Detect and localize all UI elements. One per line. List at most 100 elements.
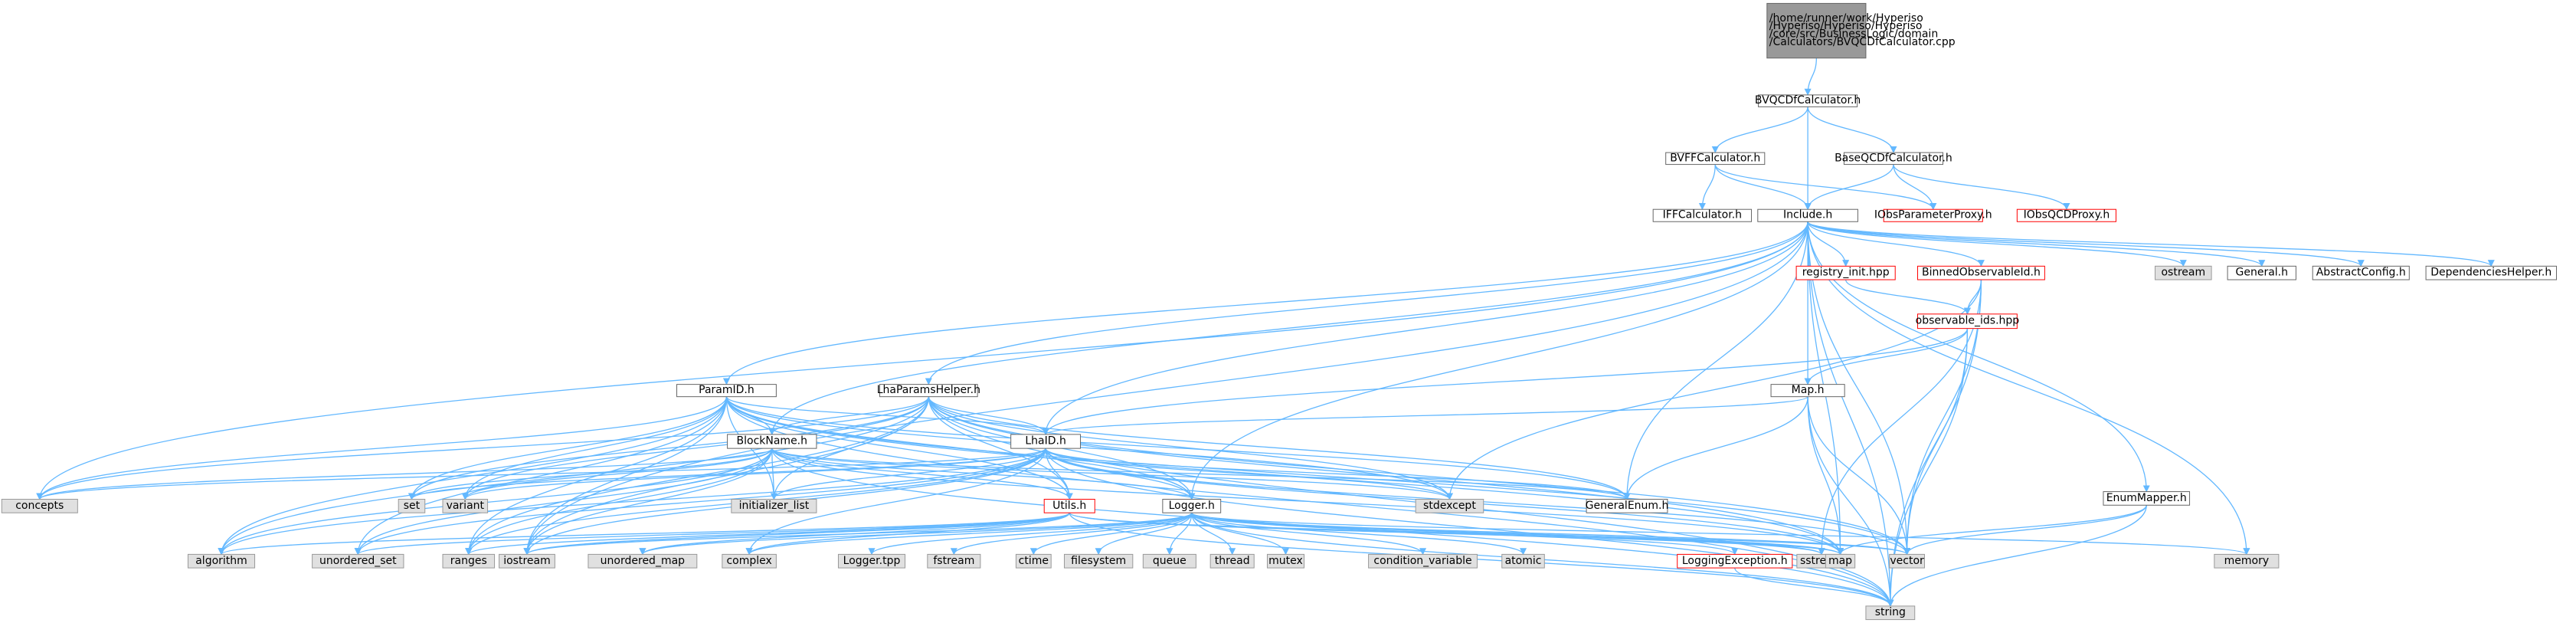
edge-observable-to-map_h [1804, 328, 1969, 385]
node-iobsparam[interactable]: IObsParameterProxy.h [1874, 208, 1992, 222]
edge-logger-to-complex [745, 512, 1193, 556]
node-loggingexc[interactable]: LoggingException.h [1677, 553, 1793, 569]
node-label-lhaid: LhaID.h [1025, 435, 1065, 448]
node-lhaid[interactable]: LhaID.h [1010, 434, 1082, 449]
node-label-ranges: ranges [450, 555, 487, 567]
node-utils[interactable]: Utils.h [1043, 499, 1095, 513]
node-registry[interactable]: registry_init.hpp [1795, 265, 1896, 280]
node-include_h[interactable]: Include.h [1757, 208, 1858, 222]
edge-include_h-to-binned [1807, 221, 1985, 267]
node-logger[interactable]: Logger.h [1162, 499, 1222, 513]
node-blockname[interactable]: BlockName.h [727, 434, 817, 449]
edge-logger-to-loggingexc [1191, 512, 1739, 556]
node-box-deps [2425, 265, 2557, 280]
edge-blockname-to-generalenum [771, 448, 1631, 500]
node-baseqcdf_h[interactable]: BaseQCDfCalculator.h [1835, 152, 1952, 166]
node-observable[interactable]: observable_ids.hpp [1916, 313, 2020, 330]
node-generalenum[interactable]: GeneralEnum.h [1586, 499, 1669, 513]
node-concepts: concepts [1, 499, 78, 513]
node-paramid[interactable]: ParamID.h [676, 384, 777, 398]
edge-root-to-bvqcdf_h [1804, 57, 1818, 96]
node-abstractcfg[interactable]: AbstractConfig.h [2312, 265, 2410, 280]
edge-paramid-to-generalenum [725, 396, 1631, 500]
edge-lhaid-to-init_list [770, 448, 1046, 500]
edge-binned-to-string [1887, 280, 1982, 607]
node-set: set [398, 499, 426, 513]
node-enummapper[interactable]: EnumMapper.h [2103, 491, 2191, 506]
edge-blockname-to-utils [771, 448, 1073, 500]
node-box-iobsqcd [2016, 208, 2116, 222]
edge-logger-to-iostream [523, 512, 1193, 556]
node-ostream: ostream [2155, 265, 2212, 280]
node-label-deps: DependenciesHelper.h [2430, 267, 2551, 279]
node-label-memory: memory [2224, 555, 2270, 567]
node-label-iostream: iostream [503, 555, 551, 567]
node-iff_h[interactable]: IFFCalculator.h [1652, 208, 1753, 222]
node-unordered_map: unordered_map [588, 553, 698, 569]
edge-lhaparams-to-variant [461, 396, 929, 500]
node-lhaparams[interactable]: LhaParamsHelper.h [877, 384, 980, 398]
node-box-lhaparams [879, 384, 978, 398]
edge-bvff_h-to-iff_h [1698, 164, 1716, 211]
node-map_h[interactable]: Map.h [1770, 384, 1845, 398]
edge-lhaid-to-variant [461, 448, 1046, 500]
edge-lhaparams-to-stdexcept [928, 396, 1453, 500]
edge-baseqcdf_h-to-iobsqcd [1893, 164, 2070, 211]
edge-lhaid-to-concepts [36, 448, 1046, 500]
edge-bvqcdf_h-to-bvff_h [1711, 107, 1808, 154]
edge-utils-to-algorithm [218, 512, 1070, 556]
node-queue: queue [1142, 553, 1196, 569]
edge-paramid-to-stdexcept [725, 396, 1453, 500]
node-label-paramid: ParamID.h [699, 384, 754, 396]
node-box-logger_tpp [837, 553, 906, 569]
node-root[interactable]: /home/runner/work/Hyperiso/Hyperiso/Hype… [1766, 2, 1956, 59]
node-iobsqcd[interactable]: IObsQCDProxy.h [2016, 208, 2116, 222]
node-label-thread: thread [1215, 555, 1250, 567]
node-general_h[interactable]: General.h [2227, 265, 2296, 280]
edge-paramid-to-utils [725, 396, 1073, 500]
node-label-generalenum: GeneralEnum.h [1586, 500, 1669, 512]
node-binned[interactable]: BinnedObservableId.h [1916, 265, 2045, 280]
node-box-lhaid [1010, 434, 1082, 449]
edge-paramid-to-set [408, 396, 728, 500]
node-box-unordered_set [312, 553, 404, 569]
node-deps[interactable]: DependenciesHelper.h [2425, 265, 2557, 280]
edge-include_h-to-general_h [1807, 221, 2266, 267]
edge-logger-to-thread [1191, 513, 1236, 556]
node-ranges: ranges [442, 553, 496, 569]
node-algorithm: algorithm [187, 553, 256, 569]
edge-include_h-to-lhaid [1042, 221, 1808, 435]
node-box-queue [1142, 553, 1196, 569]
node-label-concepts: concepts [15, 500, 64, 512]
node-box-vector [1889, 553, 1925, 569]
edge-bvqcdf_h-to-baseqcdf_h [1807, 107, 1897, 154]
edge-logger-to-mutex [1191, 513, 1290, 556]
edge-include_h-to-deps [1807, 221, 2495, 267]
edge-include_h-to-ostream [1807, 221, 2187, 267]
edge-layer [36, 57, 2495, 607]
node-label-enummapper: EnumMapper.h [2106, 492, 2187, 504]
edge-lhaparams-to-concepts [36, 396, 929, 500]
node-map: map [1825, 553, 1856, 569]
edge-blockname-to-stdexcept [771, 448, 1453, 500]
node-label-root: /Hyperiso/Hyperiso/Hyperiso [1769, 20, 1923, 32]
edge-paramid-to-variant [461, 396, 728, 500]
node-label-iobsparam: IObsParameterProxy.h [1874, 209, 1992, 221]
edge-lhaparams-to-set [408, 396, 929, 500]
edge-paramid-to-unordered_set [354, 396, 728, 556]
edge-enummapper-to-map [1837, 505, 2147, 556]
node-bvqcdf_h[interactable]: BVQCDfCalculator.h [1755, 94, 1861, 107]
node-label-bvff_h: BVFFCalculator.h [1670, 152, 1760, 164]
node-box-fstream [927, 553, 981, 569]
node-label-root: /core/src/BusinessLogic/domain [1769, 28, 1938, 41]
node-box-iff_h [1652, 208, 1753, 222]
edge-include_h-to-abstractcfg [1807, 221, 2365, 267]
node-box-init_list [731, 499, 817, 513]
node-bvff_h[interactable]: BVFFCalculator.h [1665, 152, 1766, 166]
edge-lhaid-to-generalenum [1045, 448, 1631, 500]
node-label-registry: registry_init.hpp [1802, 267, 1890, 279]
edge-include_h-to-iostream [523, 221, 1808, 556]
edge-blockname-to-concepts [36, 448, 773, 500]
node-label-vector: vector [1890, 555, 1924, 567]
